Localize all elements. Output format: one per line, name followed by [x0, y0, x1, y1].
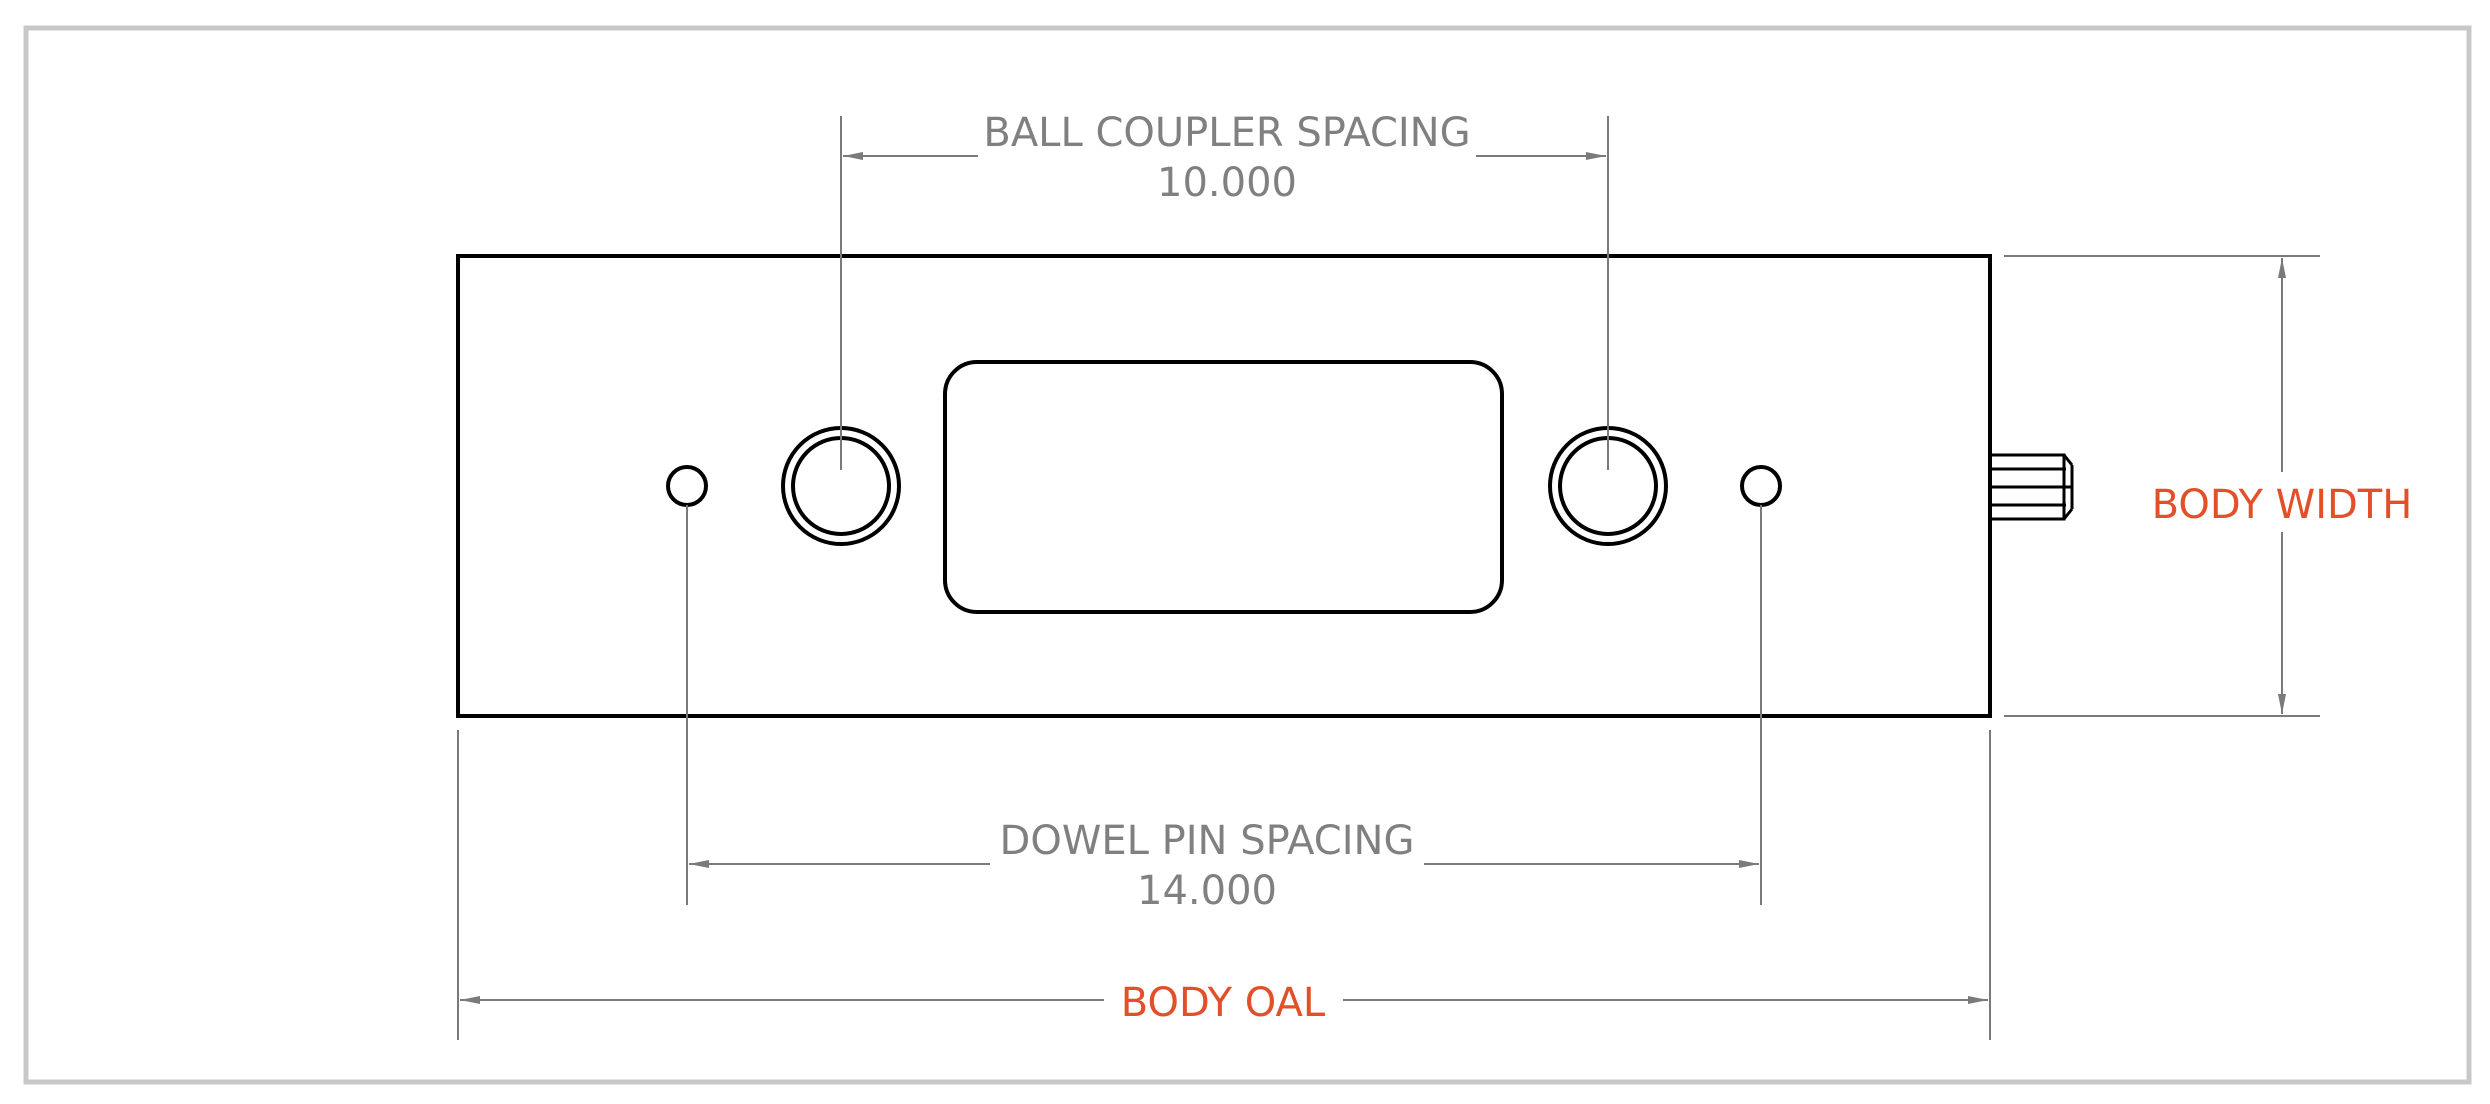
sheet-frame — [23, 25, 2472, 1085]
dowel-pin-left — [666, 465, 708, 507]
center-slot — [943, 360, 1504, 614]
part-body — [456, 254, 2074, 718]
ball-coupler-spacing-label: BALL COUPLER SPACING — [983, 110, 1470, 156]
dowel-pin-spacing-value: 14.000 — [1137, 868, 1277, 914]
body-oal-label: BODY OAL — [1121, 980, 1326, 1026]
dowel-pin-right — [1740, 465, 1782, 507]
ball-coupler-spacing-value: 10.000 — [1157, 160, 1297, 206]
side-fitting — [1988, 453, 2074, 521]
dowel-pin-spacing-label: DOWEL PIN SPACING — [1000, 818, 1415, 864]
dimension-lines — [457, 116, 2320, 1040]
body-width-label: BODY WIDTH — [2152, 482, 2413, 528]
